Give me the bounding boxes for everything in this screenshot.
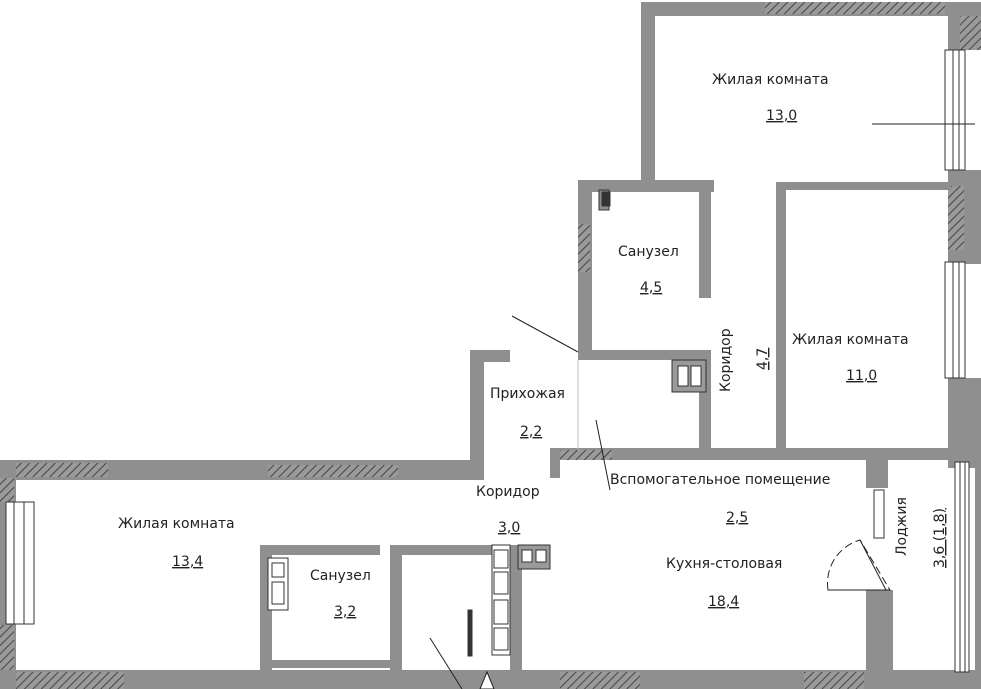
room-name-loggia: Лоджия — [894, 497, 910, 556]
room-area-loggia: 3,6 (1,8) — [932, 508, 948, 568]
room-name-living-left: Жилая комната — [118, 516, 235, 532]
room-name-hall: Прихожая — [490, 386, 565, 402]
room-area-bath-bottom: 3,2 — [334, 604, 356, 620]
room-name-corridor-vertical: Коридор — [718, 328, 734, 392]
room-labels: Жилая комната 13,0 Санузел 4,5 Коридор 4… — [118, 72, 948, 620]
room-area-corridor-vertical: 4,7 — [755, 348, 771, 370]
room-name-bath-bottom: Санузел — [310, 568, 371, 584]
room-name-utility: Вспомогательное помещение — [610, 472, 830, 488]
room-area-living-top: 13,0 — [766, 108, 797, 124]
fixtures — [267, 191, 885, 657]
room-name-corridor-lower: Коридор — [476, 484, 540, 500]
room-name-kitchen: Кухня-столовая — [666, 556, 782, 572]
windows — [5, 49, 970, 673]
room-area-hall: 2,2 — [520, 424, 542, 440]
room-area-living-right: 11,0 — [846, 368, 877, 384]
room-area-bath-top: 4,5 — [640, 280, 662, 296]
room-area-living-left: 13,4 — [172, 554, 203, 570]
room-name-living-top: Жилая комната — [712, 72, 829, 88]
room-name-living-right: Жилая комната — [792, 332, 909, 348]
door-swings — [429, 123, 975, 689]
room-area-kitchen: 18,4 — [708, 594, 739, 610]
room-name-bath-top: Санузел — [618, 244, 679, 260]
room-area-corridor-lower: 3,0 — [498, 520, 520, 536]
room-area-utility: 2,5 — [726, 510, 748, 526]
